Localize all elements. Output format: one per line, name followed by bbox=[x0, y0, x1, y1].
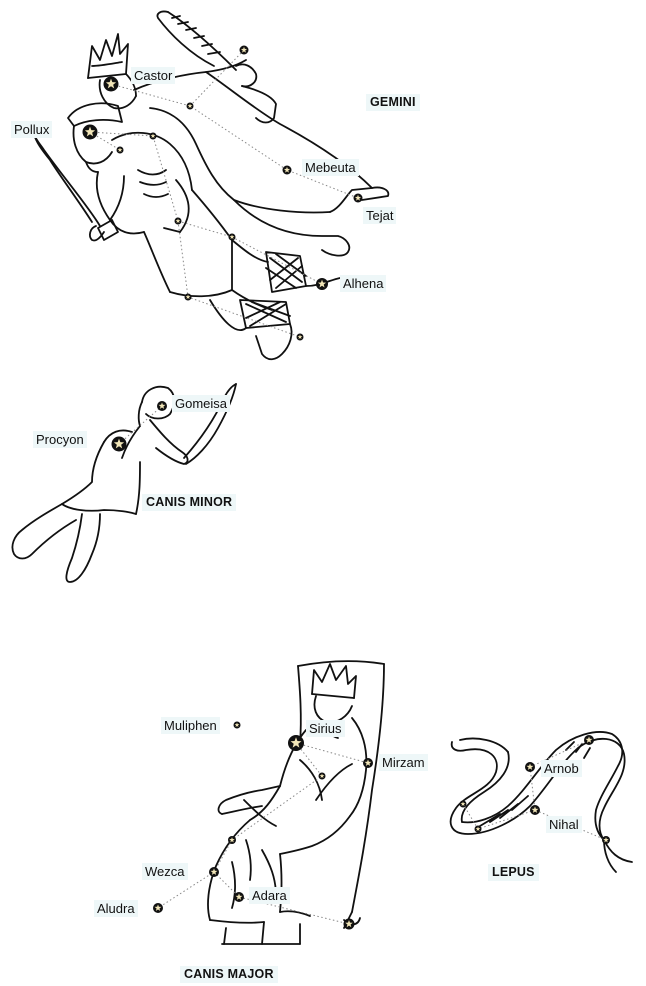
star-label-sirius: Sirius bbox=[306, 720, 345, 737]
canis-major-figure-art bbox=[207, 660, 385, 945]
star-marker-wezca bbox=[209, 867, 219, 877]
star-marker-gemini-upper bbox=[239, 45, 249, 55]
gemini-constellation-lines bbox=[89, 49, 359, 338]
star-marker-gemini-shoulder bbox=[186, 102, 194, 110]
star-markers bbox=[82, 45, 610, 930]
canis-minor-figure-art bbox=[11, 383, 237, 583]
star-label-wezca: Wezca bbox=[142, 863, 188, 880]
star-marker-canis-major-lap bbox=[228, 836, 236, 844]
star-marker-lepus-leg bbox=[602, 836, 610, 844]
star-marker-gemini-chest bbox=[149, 132, 157, 140]
star-marker-gemini-foot bbox=[296, 333, 304, 341]
star-marker-procyon bbox=[111, 436, 127, 452]
star-label-nihal: Nihal bbox=[546, 816, 582, 833]
star-label-alhena: Alhena bbox=[340, 275, 387, 292]
lepus-figure-art bbox=[449, 731, 633, 873]
star-label-gomeisa: Gomeisa bbox=[172, 395, 231, 412]
star-marker-gomeisa bbox=[157, 401, 167, 411]
star-marker-sirius bbox=[288, 735, 304, 751]
star-marker-muliphen bbox=[233, 721, 241, 729]
star-marker-alhena bbox=[316, 278, 328, 290]
star-label-muliphen: Muliphen bbox=[161, 717, 220, 734]
star-marker-gemini-neck bbox=[116, 146, 124, 154]
star-marker-mebeuta bbox=[282, 165, 292, 175]
star-marker-gemini-waist bbox=[174, 217, 182, 225]
star-label-arnob: Arnob bbox=[541, 760, 582, 777]
canis-minor-constellation-lines bbox=[118, 405, 163, 445]
star-marker-gemini-knee bbox=[184, 293, 192, 301]
lepus-constellation-label: LEPUS bbox=[488, 864, 539, 881]
star-marker-gemini-hip bbox=[228, 233, 236, 241]
star-marker-aludra bbox=[153, 903, 163, 913]
star-marker-lepus-head bbox=[459, 800, 467, 808]
star-label-mebeuta: Mebeuta bbox=[302, 159, 359, 176]
star-marker-mirzam bbox=[363, 758, 373, 768]
star-marker-canis-major-chest bbox=[318, 772, 326, 780]
star-marker-nihal bbox=[530, 805, 540, 815]
gemini-figure-art bbox=[33, 10, 390, 361]
star-label-mirzam: Mirzam bbox=[379, 754, 428, 771]
star-label-adara: Adara bbox=[249, 887, 290, 904]
star-marker-tejat bbox=[353, 193, 363, 203]
gemini-constellation-label: GEMINI bbox=[366, 94, 420, 111]
star-label-procyon: Procyon bbox=[33, 431, 87, 448]
star-marker-canis-major-foot bbox=[343, 918, 355, 930]
star-label-castor: Castor bbox=[131, 67, 176, 84]
star-marker-castor bbox=[103, 76, 119, 92]
star-marker-arnob bbox=[525, 762, 535, 772]
star-marker-lepus-tail bbox=[474, 825, 482, 833]
star-label-tejat: Tejat bbox=[363, 207, 397, 224]
star-marker-adara bbox=[234, 892, 244, 902]
canis-minor-constellation-label: CANIS MINOR bbox=[142, 494, 237, 511]
star-marker-lepus-ear bbox=[584, 735, 594, 745]
star-label-aludra: Aludra bbox=[94, 900, 138, 917]
star-marker-pollux bbox=[82, 124, 98, 140]
canis-major-constellation-label: CANIS MAJOR bbox=[180, 966, 278, 983]
star-label-pollux: Pollux bbox=[11, 121, 53, 138]
lepus-constellation-lines bbox=[462, 739, 607, 841]
